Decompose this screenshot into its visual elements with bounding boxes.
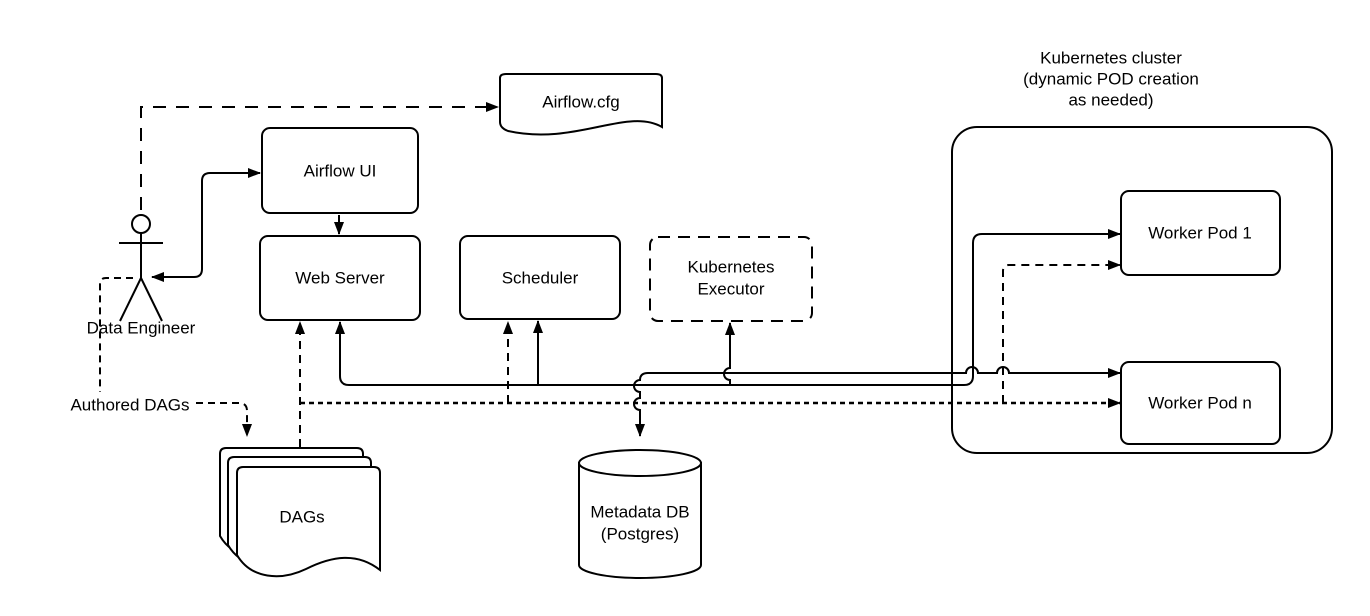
- metadata-db-node: Metadata DB (Postgres): [578, 449, 702, 579]
- web-server-node: Web Server: [259, 235, 421, 321]
- edge-authored-dags-to-dags: [196, 402, 252, 437]
- worker-pod-1-node: Worker Pod 1: [1120, 190, 1281, 276]
- data-engineer-node: Data Engineer: [87, 214, 196, 338]
- metadata-db-label-line1: Metadata DB: [590, 503, 689, 522]
- dags-label: DAGs: [279, 508, 324, 527]
- kubernetes-executor-node: Kubernetes Executor: [649, 236, 813, 322]
- worker-pod-1-label: Worker Pod 1: [1148, 224, 1252, 243]
- airflow-cfg-label: Airflow.cfg: [542, 93, 619, 112]
- metadata-db-body: [578, 462, 702, 579]
- worker-pod-n-shape: [1120, 361, 1281, 445]
- metadata-db-top: [578, 449, 702, 477]
- stick-figure-legs: [119, 277, 163, 322]
- kubernetes-cluster-label-line2: (dynamic POD creation: [1023, 70, 1199, 89]
- stick-figure-head: [131, 214, 151, 234]
- edge-data-engineer-airflow-ui: [151, 168, 261, 282]
- edge-dags-to-worker-pod-1: [1002, 260, 1121, 403]
- kubernetes-executor-label-line2: Executor: [697, 280, 764, 299]
- kubernetes-executor-label-line1: Kubernetes: [688, 258, 775, 277]
- metadata-db-label-line2: (Postgres): [601, 525, 679, 544]
- airflow-ui-node: Airflow UI: [261, 127, 419, 214]
- worker-pod-1-shape: [1120, 190, 1281, 276]
- dags-node: DAGs: [219, 447, 381, 578]
- authored-dags-label: Authored DAGs: [70, 396, 189, 415]
- dags-page-front: [236, 466, 381, 578]
- kubernetes-cluster-label-line3: as needed): [1068, 91, 1153, 110]
- edge-metadata-db-worker-pod-n: [633, 366, 1121, 437]
- edge-bus-to-kubernetes-executor: [723, 322, 735, 385]
- edge-data-engineer-to-airflow-cfg: [140, 102, 499, 210]
- scheduler-shape: [459, 235, 621, 320]
- scheduler-node: Scheduler: [459, 235, 621, 320]
- worker-pod-n-node: Worker Pod n: [1120, 361, 1281, 445]
- kubernetes-executor-shape: [649, 236, 813, 322]
- kubernetes-cluster-label-line1: Kubernetes cluster: [1040, 49, 1182, 68]
- scheduler-label: Scheduler: [502, 269, 579, 288]
- data-engineer-label: Data Engineer: [87, 319, 196, 338]
- airflow-cfg-shape: [499, 73, 663, 136]
- web-server-label: Web Server: [295, 269, 385, 288]
- worker-pod-n-label: Worker Pod n: [1148, 394, 1252, 413]
- edge-data-engineer-to-authored-dags: [99, 277, 133, 392]
- airflow-ui-shape: [261, 127, 419, 214]
- airflow-ui-label: Airflow UI: [304, 162, 377, 181]
- web-server-shape: [259, 235, 421, 321]
- kubernetes-cluster-label: Kubernetes cluster (dynamic POD creation…: [1023, 49, 1199, 110]
- airflow-cfg-node: Airflow.cfg: [499, 73, 663, 136]
